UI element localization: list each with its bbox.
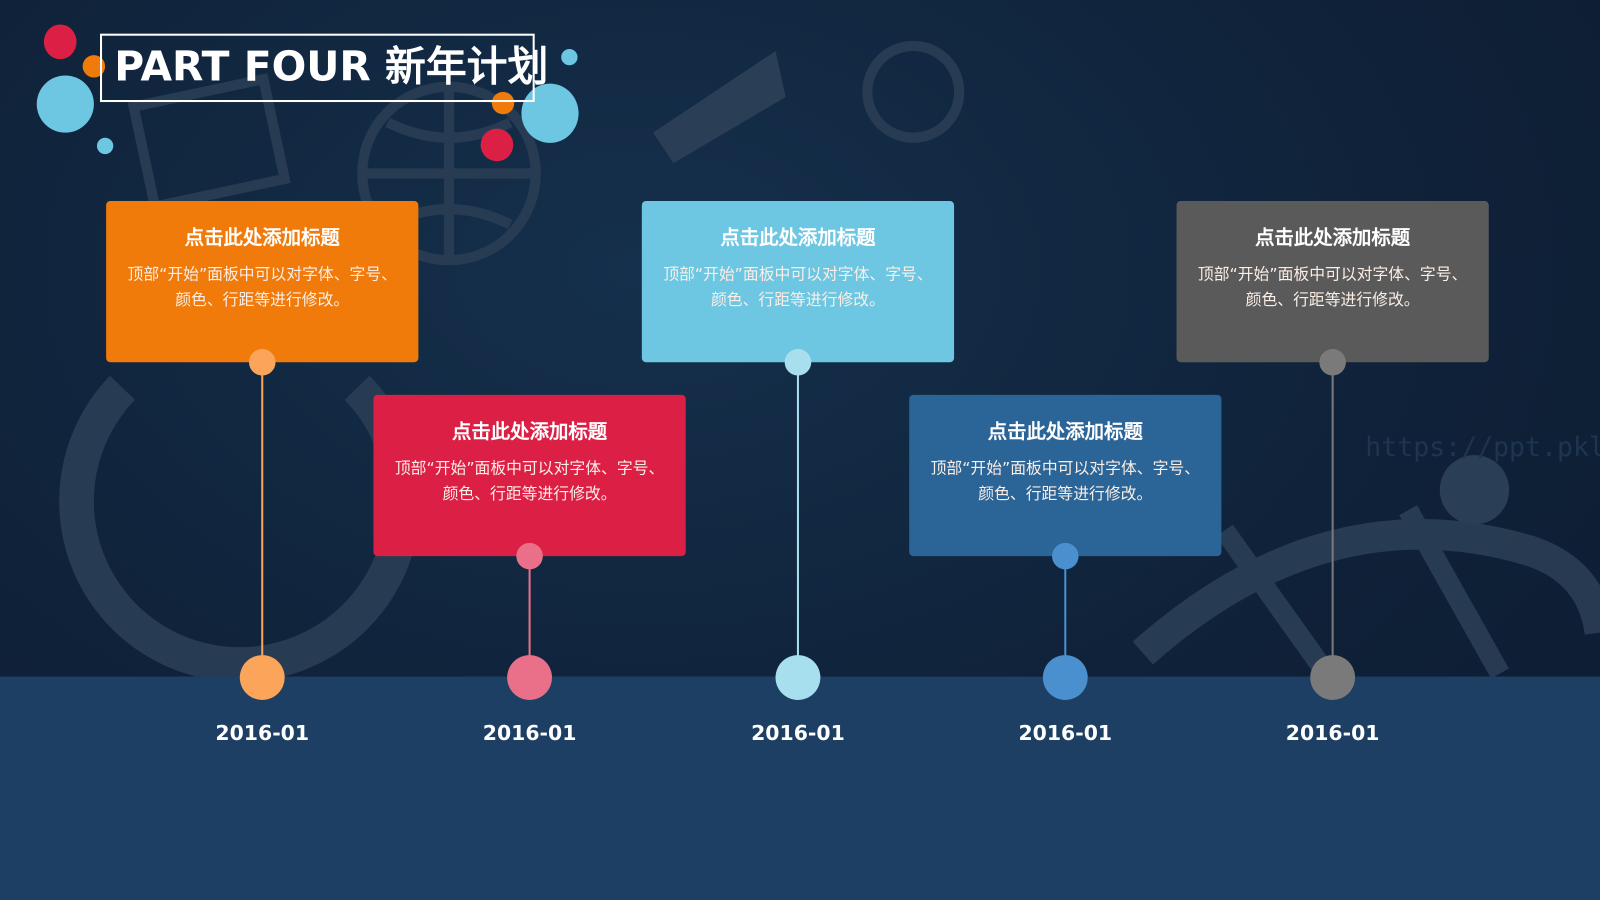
card-anchor-dot xyxy=(784,348,812,376)
card-title: 点击此处添加标题 xyxy=(452,420,608,443)
decor-bubble xyxy=(491,91,515,115)
watermark: https://ppt.pkll.de xyxy=(1365,432,1600,464)
timeline-milestone-dot xyxy=(239,655,285,700)
timeline-card[interactable]: 点击此处添加标题顶部“开始”面板中可以对字体、字号、颜色、行距等进行修改。 xyxy=(1176,201,1489,363)
milestone-date: 2016-01 xyxy=(1285,720,1380,745)
timeline-card[interactable]: 点击此处添加标题顶部“开始”面板中可以对字体、字号、颜色、行距等进行修改。 xyxy=(106,201,419,363)
timeline-card[interactable]: 点击此处添加标题顶部“开始”面板中可以对字体、字号、颜色、行距等进行修改。 xyxy=(909,394,1222,557)
timeline-connector xyxy=(796,362,799,678)
card-body: 顶部“开始”面板中可以对字体、字号、颜色、行距等进行修改。 xyxy=(1197,265,1468,310)
decor-bubble xyxy=(521,83,579,143)
timeline-connector xyxy=(261,362,264,678)
timeline-milestone-dot xyxy=(775,655,821,700)
timeline-connector xyxy=(528,556,531,678)
milestone-date: 2016-01 xyxy=(1018,720,1113,745)
network-globe-icon xyxy=(862,40,965,143)
milestone-date: 2016-01 xyxy=(215,720,310,745)
timeline-card[interactable]: 点击此处添加标题顶部“开始”面板中可以对字体、字号、颜色、行距等进行修改。 xyxy=(641,201,955,363)
decor-bubble xyxy=(561,48,578,66)
decor-bubble xyxy=(96,137,114,155)
decor-bubble xyxy=(82,55,106,78)
timeline-connector xyxy=(1331,362,1334,678)
milestone-date: 2016-01 xyxy=(751,720,845,745)
card-anchor-dot xyxy=(516,542,543,570)
card-title: 点击此处添加标题 xyxy=(720,226,876,249)
card-anchor-dot xyxy=(248,348,276,376)
graduation-cap-icon xyxy=(653,51,786,164)
card-body: 顶部“开始”面板中可以对字体、字号、颜色、行距等进行修改。 xyxy=(127,265,397,310)
card-body: 顶部“开始”面板中可以对字体、字号、颜色、行距等进行修改。 xyxy=(663,265,933,310)
card-body: 顶部“开始”面板中可以对字体、字号、颜色、行距等进行修改。 xyxy=(930,459,1201,504)
timeline-milestone-dot xyxy=(507,655,553,700)
card-title: 点击此处添加标题 xyxy=(987,420,1143,443)
card-body: 顶部“开始”面板中可以对字体、字号、颜色、行距等进行修改。 xyxy=(394,459,665,504)
molecule-icon xyxy=(1132,519,1600,665)
timeline-band xyxy=(0,676,1600,900)
milestone-date: 2016-01 xyxy=(482,720,577,745)
book-icon xyxy=(127,73,291,213)
timeline-milestone-dot xyxy=(1310,655,1356,700)
timeline-milestone-dot xyxy=(1042,655,1088,700)
card-title: 点击此处添加标题 xyxy=(184,226,340,249)
gear-icon xyxy=(59,375,421,682)
decor-bubble xyxy=(36,75,94,133)
decor-bubble xyxy=(43,24,77,60)
timeline-card[interactable]: 点击此处添加标题顶部“开始”面板中可以对字体、字号、颜色、行距等进行修改。 xyxy=(373,394,686,557)
card-anchor-dot xyxy=(1319,348,1346,376)
timeline-connector xyxy=(1064,556,1067,678)
card-anchor-dot xyxy=(1052,542,1079,570)
decor-bubble xyxy=(480,128,514,162)
slide-title: PART FOUR 新年计划 xyxy=(114,43,549,91)
card-title: 点击此处添加标题 xyxy=(1255,226,1411,249)
title-frame xyxy=(99,33,535,103)
